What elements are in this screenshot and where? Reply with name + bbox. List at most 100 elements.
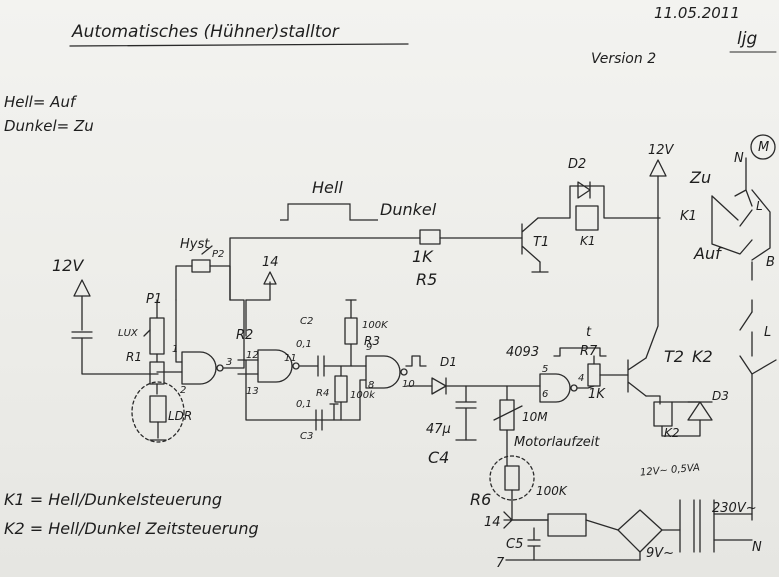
pin-4: 4: [578, 373, 585, 384]
label-t1: T1: [533, 235, 550, 250]
pin-2: 2: [180, 385, 187, 396]
gate-3-bubble: [400, 368, 408, 376]
label-motorlaufzeit: Motorlaufzeit: [514, 435, 600, 450]
wire-pin14-bottom: [503, 511, 549, 529]
label-12v-top: 12V: [648, 143, 674, 158]
label-ldr: LDR: [168, 409, 193, 423]
wire-hyst: [175, 265, 231, 301]
gate-4093: [539, 373, 571, 403]
transistor-t2: [627, 357, 647, 397]
label-c2-value: 0,1: [296, 339, 312, 350]
label-r4-value: 100k: [350, 390, 375, 401]
pin-9: 9: [366, 342, 373, 353]
ground-c3: [329, 403, 339, 421]
vcc-arrow-14: [263, 271, 277, 285]
resistor-r3: [344, 317, 358, 345]
label-l-right: L: [764, 325, 772, 340]
label-4093: 4093: [506, 345, 540, 360]
label-10m: 10M: [522, 410, 548, 424]
label-t-pulse: t: [586, 325, 592, 340]
label-r5-value: 1K: [412, 247, 433, 266]
gate-1: [181, 351, 217, 385]
gate-2: [257, 349, 293, 383]
resistor-r4: [334, 375, 348, 403]
label-hyst: Hyst: [180, 237, 210, 252]
switch-k1-zu: [711, 157, 753, 227]
wire-k1-motor: [751, 189, 771, 261]
pin-1: 1: [172, 344, 179, 355]
pin-12: 12: [246, 350, 259, 361]
label-auf: Auf: [694, 244, 721, 263]
date-label: 11.05.2011: [654, 4, 740, 22]
switch-k1-auf: [711, 195, 753, 255]
capacitor-left: [71, 331, 93, 339]
label-p2: P2: [212, 249, 225, 260]
version-label: Version 2: [591, 51, 657, 67]
pin-5: 5: [542, 364, 549, 375]
label-hell-wave: Hell: [312, 178, 343, 197]
label-c4: C4: [428, 448, 450, 467]
label-12v-left: 12V: [52, 256, 84, 275]
label-pin7-bottom: 7: [496, 556, 505, 571]
pot-p2-arrow: [201, 245, 213, 255]
label-r7: R7: [580, 344, 598, 359]
wire-k1: [537, 185, 661, 219]
pot-p1-wiper: [143, 329, 151, 337]
label-c3: C3: [300, 431, 314, 442]
pulse-d1: [405, 355, 427, 367]
capacitor-c3: [315, 409, 323, 431]
capacitor-c4: [455, 385, 477, 441]
legend-k1: K1 = Hell/Dunkelsteuerung: [4, 490, 223, 509]
transformer: [679, 499, 715, 553]
label-r5: R5: [416, 270, 438, 289]
relay-k2-coil: [653, 401, 673, 427]
label-r7-value: 1K: [588, 387, 605, 402]
wire-r7: [576, 355, 629, 389]
resistor-r5: [419, 229, 441, 245]
capacitor-c5: [527, 527, 541, 561]
label-lux: LUX: [118, 328, 138, 339]
supply-arrow-left: [73, 279, 91, 297]
diode-d3: [687, 401, 713, 421]
motor-symbol: [750, 134, 776, 160]
label-9v: 9V~: [646, 546, 675, 561]
wire-pin14: [245, 281, 271, 301]
wire-t2: [645, 215, 661, 405]
label-230v: 230V~: [712, 501, 757, 516]
label-c3-value: 0,1: [296, 399, 312, 410]
label-zu: Zu: [690, 168, 712, 187]
switch-k2: [739, 311, 777, 375]
wire-rectifier: [585, 519, 681, 561]
wire-gate-1-in: [156, 299, 183, 373]
wire-k2-d3: [661, 401, 701, 437]
capacitor-c2: [298, 355, 353, 377]
label-motor: M: [758, 140, 770, 155]
label-r6: R6: [470, 490, 492, 509]
diode-d2: [577, 181, 591, 199]
label-dunkel-wave: Dunkel: [380, 200, 437, 219]
pin-10: 10: [402, 379, 415, 390]
label-r3-value: 100K: [362, 320, 388, 331]
label-c2: C2: [300, 316, 314, 327]
label-r2: R2: [236, 328, 254, 343]
pin-11: 11: [284, 353, 297, 364]
label-l: L: [756, 199, 763, 213]
diode-d1: [431, 377, 447, 395]
label-t2: T2: [664, 347, 684, 366]
label-p1: P1: [146, 292, 163, 307]
label-c5: C5: [506, 537, 524, 552]
r6-circle: [489, 455, 535, 501]
legend-dunkel: Dunkel= Zu: [4, 117, 94, 135]
label-r1: R1: [126, 350, 142, 364]
wire-gate-3-in: [351, 365, 367, 421]
wire-gate-1-out: [222, 299, 245, 369]
label-d2: D2: [568, 157, 587, 172]
label-d3: D3: [712, 389, 729, 403]
label-k2: K2: [692, 347, 713, 366]
wave-path: [280, 203, 378, 221]
label-n-bottom: N: [752, 540, 762, 555]
pot-p2: [191, 259, 211, 273]
label-r3: R3: [364, 334, 380, 348]
label-pin14-bottom: 14: [484, 515, 501, 530]
